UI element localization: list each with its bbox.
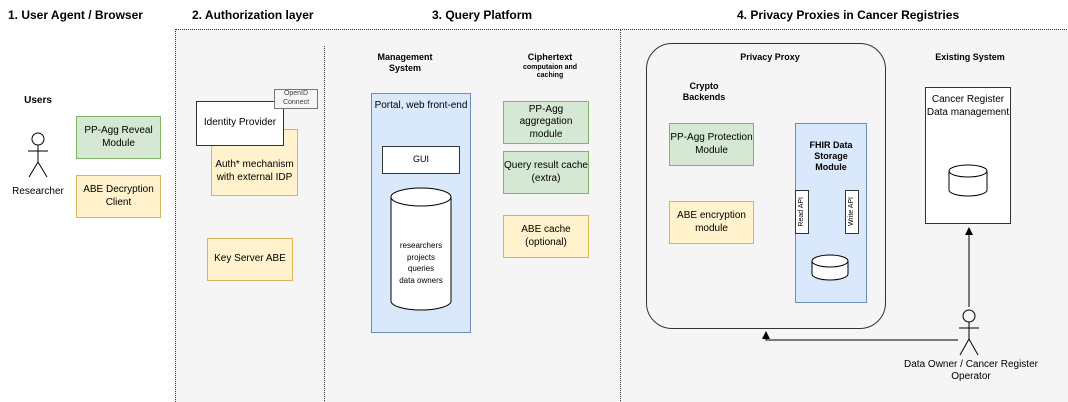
write-api-box: Write API xyxy=(845,190,859,234)
fhir-database-icon xyxy=(811,254,849,281)
db-item-projects: projects xyxy=(406,252,435,262)
operator-actor-icon xyxy=(959,309,979,356)
management-database-icon xyxy=(390,187,452,311)
management-system-title: Management System xyxy=(377,52,433,73)
section-heading-user-agent: 1. User Agent / Browser xyxy=(8,8,143,22)
section-heading-query-platform: 3. Query Platform xyxy=(432,8,533,22)
read-api-box: Read API xyxy=(795,190,809,234)
operator-label: Data Owner / Cancer Register Operator xyxy=(904,359,1038,382)
cancer-register-database-icon xyxy=(948,164,988,197)
pp-agg-reveal-module: PP-Agg Reveal Module xyxy=(76,116,161,159)
query-result-cache: Query result cache (extra) xyxy=(503,151,589,194)
section-heading-authorization: 2. Authorization layer xyxy=(192,8,314,22)
ciphertext-title: Ciphertext xyxy=(527,52,573,62)
crypto-backends-title: Crypto Backends xyxy=(682,81,726,102)
privacy-proxy-title: Privacy Proxy xyxy=(740,52,800,62)
db-item-queries: queries xyxy=(407,264,435,274)
gui-box: GUI xyxy=(382,146,460,174)
researcher-actor-icon xyxy=(28,132,48,178)
operator-to-proxy-arrow xyxy=(762,331,958,341)
identity-provider-box: Identity Provider xyxy=(196,101,284,146)
database-contents: researchers projects queries data owners xyxy=(390,240,452,286)
existing-system-title: Existing System xyxy=(935,52,1005,62)
db-item-data-owners: data owners xyxy=(399,275,443,285)
pp-agg-protection-module: PP-Agg Protection Module xyxy=(669,123,754,166)
fhir-storage-title: FHIR Data Storage Module xyxy=(809,140,853,172)
divider-query-privacy xyxy=(620,29,621,401)
ciphertext-subtitle: computaion and caching xyxy=(522,64,578,80)
abe-decryption-client: ABE Decryption Client xyxy=(76,175,161,218)
openid-connect-badge: OpenID Connect xyxy=(274,89,318,109)
pp-agg-aggregation-module: PP-Agg aggregation module xyxy=(503,101,589,144)
key-server-abe-box: Key Server ABE xyxy=(207,238,293,281)
abe-cache-box: ABE cache (optional) xyxy=(503,215,589,258)
researcher-label: Researcher xyxy=(12,186,64,197)
users-label: Users xyxy=(24,95,52,106)
divider-auth-query xyxy=(324,46,325,401)
section-heading-privacy-proxies: 4. Privacy Proxies in Cancer Registries xyxy=(737,8,960,22)
cancer-register-box: Cancer Register Data management xyxy=(925,87,1011,224)
db-item-researchers: researchers xyxy=(399,241,443,250)
abe-encryption-module: ABE encryption module xyxy=(669,201,754,244)
